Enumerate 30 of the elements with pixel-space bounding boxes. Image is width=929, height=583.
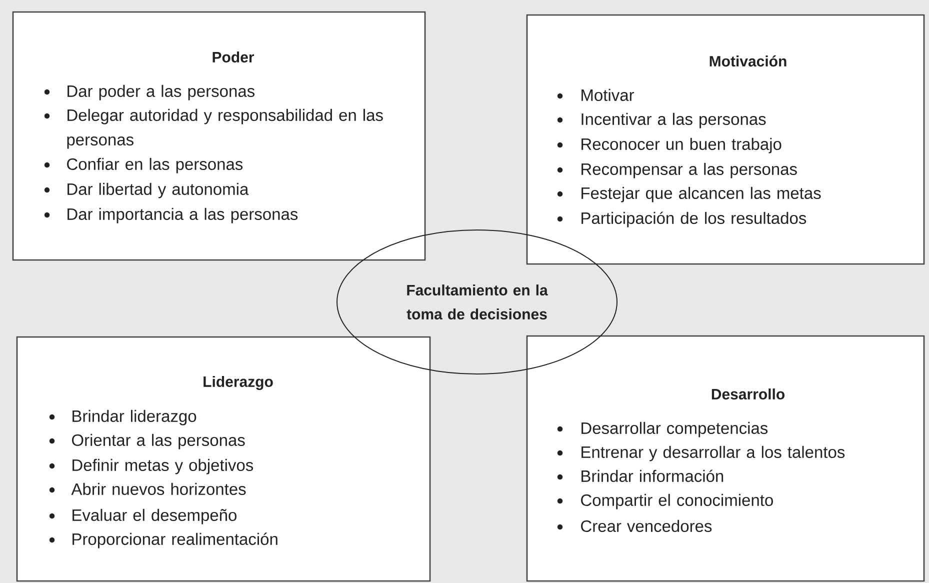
bullet-item: Evaluar el desempeño [49,508,236,524]
bullet-item: Dar importancia a las personas [44,208,298,224]
content-box [12,11,426,261]
bullet-item: Compartir el conocimiento [557,494,773,510]
bullet-item: Dar libertad y autonomia [44,182,249,198]
bullet-item: Confiar en las personas [44,158,243,174]
bullet-item: Festejar que alcancen las metas [557,186,821,202]
bullet-item: Reconocer un buen trabajo [557,138,782,154]
content-box [526,335,925,582]
bullet-item: Orientar a las personas [49,434,245,450]
bullet-item: Incentivar a las personas [557,112,766,128]
bullet-item: Abrir nuevos horizontes [49,482,246,495]
bullet-item: Motivar [557,88,634,101]
bullet-item: Brindar liderazgo [49,410,196,426]
bullet-item: Dar poder a las personas [44,84,254,100]
bullet-item: Recompensar a las personas [557,162,797,178]
bullet-item: Crear vencedores [557,520,712,532]
box-heading: Poder [212,52,254,62]
box-heading: Liderazgo [204,376,273,390]
box-heading: Desarrollo [712,388,784,400]
content-box [526,14,925,265]
bullet-item: Participación de los resultados [557,212,806,228]
content-box [16,336,431,582]
bullet-item: Proporcionar realimentación [49,532,278,548]
box-heading: Motivación [710,55,786,67]
bullet-item: Definir metas y objetivos [49,458,254,474]
bullet-item: Brindar información [557,470,724,482]
bullet-item: Desarrollar competencias [557,422,768,438]
bullet-item: Delegar autoridad y responsabilidad en las personas [44,108,383,149]
bullet-item: Entrenar y desarrollar a los talentos [557,446,845,462]
